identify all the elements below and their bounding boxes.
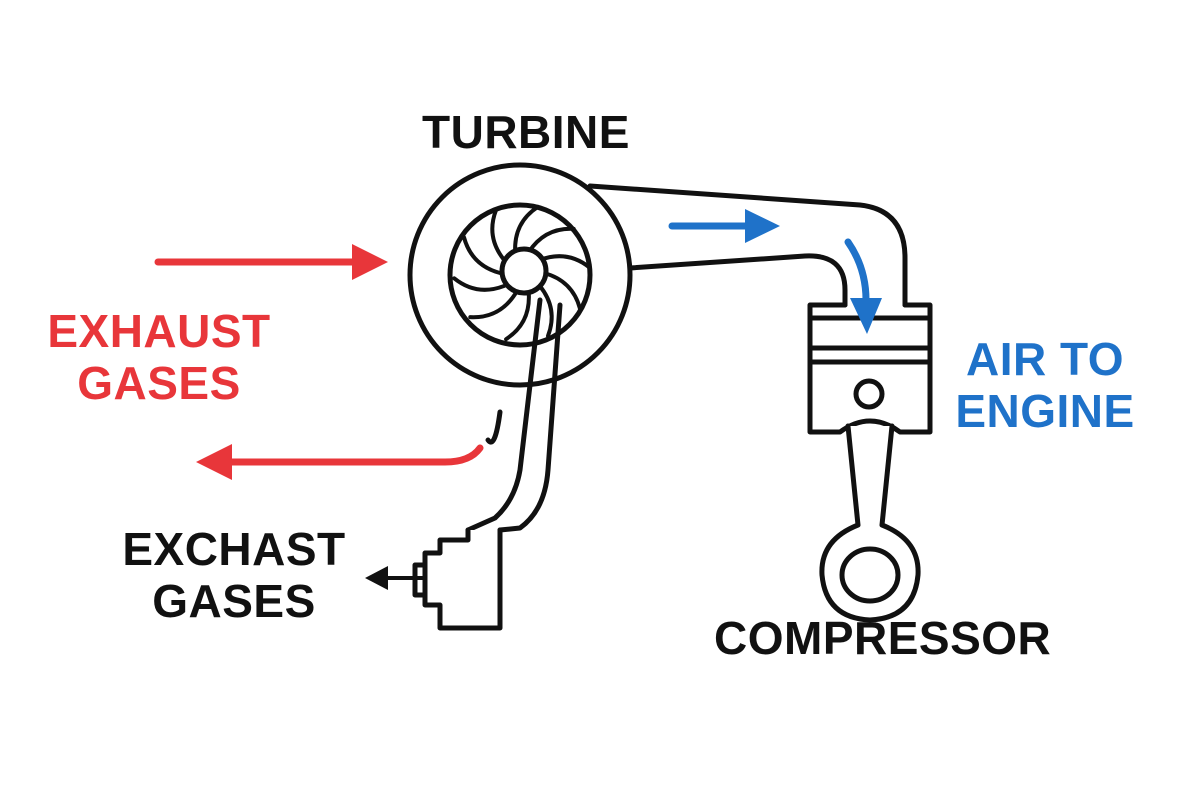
air-line-2: ENGINE [955,385,1135,437]
air-arrow-down [844,238,882,334]
intake-pipe-inner [627,253,848,308]
air-to-engine-label: AIR TO ENGINE [950,333,1140,437]
intake-pipe-flange [807,302,933,321]
turbine-wheel-rim [447,202,593,348]
exhaust-gases-out-label: EXCHAST GASES [118,523,350,627]
exhaust-in-line-1: EXHAUST [47,305,271,357]
piston-pin [853,378,885,410]
turbine-blade [504,291,531,342]
piston-icon [807,315,933,435]
exhaust-in-line-2: GASES [77,357,241,409]
exhaust-flow-arrows [154,244,484,590]
exhaust-outflow-arrow [196,444,484,480]
connecting-rod-big-end [839,546,901,604]
turbine-blade [490,208,507,263]
exhaust-out-line-2: GASES [152,575,316,627]
intake-pipe [587,183,933,321]
connecting-rod-icon [819,423,921,623]
exhaust-out-line-1: EXCHAST [122,523,346,575]
piston-body [807,315,933,435]
exhaust-outlet-pipe [412,297,563,631]
turbine-blade [452,276,507,292]
turbine-blade [537,283,554,338]
connecting-rod-body [819,423,921,623]
turbine-blade [526,226,576,255]
turbine-outer-ring [407,162,633,388]
intake-pipe-outer [587,183,908,308]
turbine-blade [542,271,582,311]
air-arrow-horizontal [668,209,780,243]
exhaust-pipe-outer-top [497,302,563,533]
air-line-1: AIR TO [965,333,1125,385]
turbine-blade [462,235,502,275]
exhaust-outlet-flange [422,527,503,631]
turbine-housing [407,162,633,388]
exhaust-outlet-arrow [365,566,425,590]
air-flow-arrows [668,209,882,334]
turbine-label: TURBINE [422,106,630,158]
exhaust-inflow-arrow [154,244,388,280]
turbine-blade [468,291,518,320]
exhaust-pipe-inner [465,297,543,533]
compressor-label: COMPRESSOR [714,612,1052,664]
exhaust-pipe-split [485,409,503,445]
exhaust-gases-in-label: EXHAUST GASES [44,305,274,409]
turbine-wheel-icon [452,204,592,342]
turbine-blade [513,204,540,255]
turbine-hub [499,246,549,296]
